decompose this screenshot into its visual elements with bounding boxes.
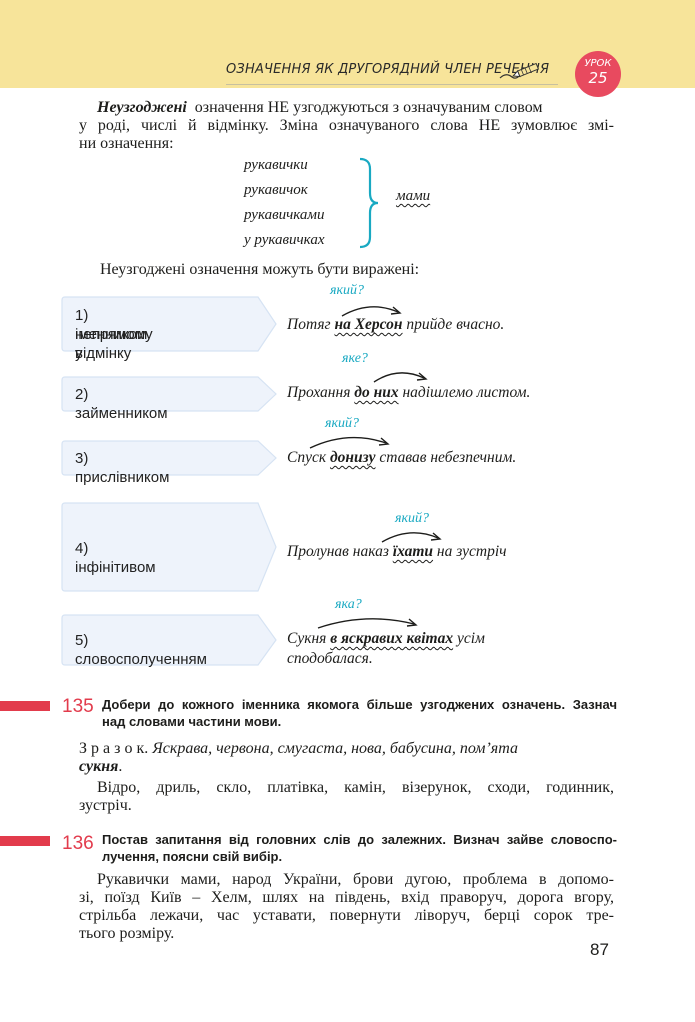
type-box-3 [61, 440, 277, 476]
type-1-label-line-2: непрямому відмінку [75, 326, 153, 362]
exercise-135-sample: З р а з о к. Яскрава, червона, смугаста,… [79, 740, 518, 758]
arrow-3-icon [309, 436, 390, 449]
type-1-label-line-1: 1) іменником у [75, 307, 148, 362]
example-2-definition: до них [354, 384, 399, 401]
type-box-1 [61, 296, 277, 352]
example-5-after: усім [453, 630, 485, 647]
example-1-before: Потяг [287, 316, 335, 333]
term-nonagreed: Неузгоджені [97, 99, 187, 116]
example-3-definition: донизу [329, 449, 376, 466]
example-4: Пролунав наказ їхати на зустріч [287, 543, 507, 561]
type-4-label: 4) інфінітивом [75, 540, 156, 576]
arrow-2-icon [373, 372, 428, 383]
exercise-135-number: 135 [62, 696, 94, 717]
exercise-135-sample-line-2: сукня. [79, 758, 123, 775]
type-box-5 [61, 614, 277, 666]
form-1: рукавички [244, 157, 308, 173]
type-2-label: 2) займенником [75, 386, 168, 422]
exercise-135-words-line-1: Відро, дриль, скло, платівка, камін, віз… [97, 779, 614, 796]
exercise-135-task-line-1: Добери до кожного іменника якомога більш… [102, 697, 617, 712]
arrow-1-icon [341, 306, 402, 317]
example-3: Спуск донизу ставав небезпечним. [287, 449, 516, 467]
exercise-136-task-line-2: лучення, поясни свій вибір. [102, 849, 283, 864]
question-4: який? [395, 511, 430, 526]
type-3-label: 3) прислівником [75, 450, 170, 486]
section-title: ОЗНАЧЕННЯ ЯК ДРУГОРЯДНИЙ ЧЛЕН РЕЧЕННЯ [226, 62, 550, 77]
question-5: яка? [335, 597, 362, 612]
exercise-135-marker [0, 701, 50, 711]
type-box-4 [61, 502, 277, 592]
pencil-icon [499, 62, 540, 79]
form-4: у рукавичках [244, 232, 325, 248]
exercise-136-number: 136 [62, 833, 94, 854]
question-1: який? [330, 283, 365, 298]
fixed-word-mamy: мами [396, 188, 431, 204]
example-2-before: Прохання [287, 384, 355, 401]
example-2-after: надішлемо листом. [398, 384, 531, 401]
example-2: Прохання до них надішлемо листом. [287, 384, 530, 402]
type-5-label: 5) словосполученням [75, 632, 207, 668]
exercise-136-task-line-1: Постав запитання від головних слів до за… [102, 832, 617, 847]
sample-label: З р а з о к. [79, 740, 149, 757]
form-2: рукавичок [244, 182, 308, 198]
example-4-after: на зустріч [433, 543, 507, 560]
question-3: який? [325, 416, 360, 431]
arrow-4-icon [381, 532, 442, 543]
exercise-136-marker [0, 836, 50, 846]
page-number: 87 [590, 940, 609, 959]
exercise-136-task: Постав запитання від головних слів до за… [102, 831, 617, 865]
example-3-after: ставав небезпечним. [375, 449, 517, 466]
example-3-before: Спуск [287, 449, 330, 466]
example-1-definition: на Херсон [334, 316, 403, 333]
exercise-136-text-line-3: стрільба лежачи, час уставати, повернути… [79, 907, 614, 924]
brace-icon [359, 157, 379, 249]
sample-adjectives: Яскрава, червона, смугаста, нова, бабуси… [152, 740, 518, 757]
example-5: Сукня в яскравих квітах усім [287, 630, 485, 648]
exercise-136-text-line-2: зі, поїзд Київ – Хелм, шлях на південь, … [79, 889, 614, 906]
type-box-2 [61, 376, 277, 412]
example-5-definition: в яскравих квітах [330, 630, 454, 647]
lesson-number: 25 [588, 69, 608, 87]
exercise-136-text-line-4: тього розміру. [79, 925, 175, 942]
expressed-intro: Неузгоджені означення можуть бути вираже… [100, 261, 420, 278]
example-1-after: прийде вчасно. [402, 316, 505, 333]
example-5-line-2: сподобалася. [287, 650, 373, 667]
header-rule [226, 84, 558, 85]
intro-line-1-rest: означення НЕ узгоджуються з означуваним … [194, 99, 543, 116]
sample-noun: сукня [79, 758, 119, 775]
exercise-136-text-line-1: Рукавички мами, народ України, брови дуг… [97, 871, 614, 888]
lesson-label: УРОК [584, 58, 612, 69]
example-5-before: Сукня [287, 630, 331, 647]
question-2: яке? [342, 351, 368, 366]
exercise-135-words-line-2: зустріч. [79, 797, 132, 814]
exercise-135-task-line-2: над словами частини мови. [102, 714, 282, 729]
arrow-5-icon [317, 618, 418, 629]
intro-line-2: у роді, числі й відмінку. Зміна означува… [79, 117, 614, 134]
lesson-badge: УРОК 25 [575, 51, 621, 97]
form-3: рукавичками [244, 207, 325, 223]
example-4-before: Пролунав наказ [287, 543, 393, 560]
intro-line-3: ни означення: [79, 135, 174, 152]
exercise-135-task: Добери до кожного іменника якомога більш… [102, 696, 617, 730]
example-4-definition: їхати [392, 543, 434, 560]
intro-line-1: Неузгоджені означення НЕ узгоджуються з … [97, 99, 543, 117]
example-1: Потяг на Херсон прийде вчасно. [287, 316, 504, 334]
